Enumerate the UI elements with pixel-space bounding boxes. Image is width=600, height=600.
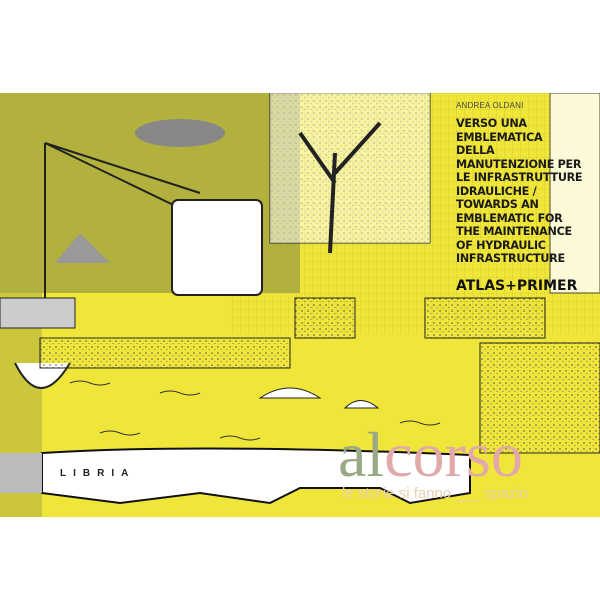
watermark-logo: alcorso — [338, 423, 523, 487]
book-subtitle: ATLAS+PRIMER — [456, 278, 578, 294]
underwater-band — [41, 447, 471, 505]
publisher-name: LIBRIA — [60, 468, 136, 479]
book-title: VERSO UNA EMBLEMATICA DELLA MANUTENZIONE… — [456, 117, 583, 265]
book-cover: ANDREA OLDANI VERSO UNA EMBLEMATICA DELL… — [0, 93, 600, 517]
watermark-tagline: le storie si fanno ___ spazio — [342, 485, 528, 502]
watermark-part2: corso — [384, 419, 523, 490]
cover-illustration — [0, 93, 600, 517]
watermark-part1: al — [338, 419, 385, 490]
author-name: ANDREA OLDANI — [456, 101, 524, 110]
